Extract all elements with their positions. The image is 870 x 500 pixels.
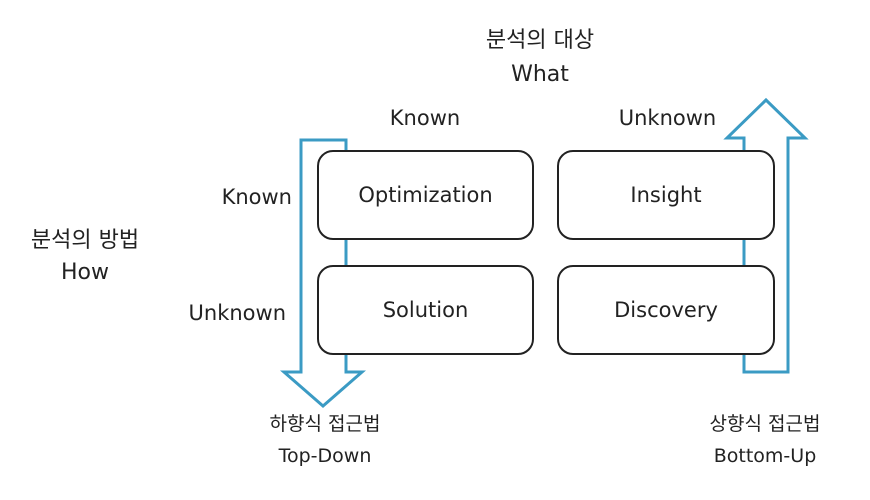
quadrant-discovery-label: Discovery bbox=[614, 298, 718, 322]
column-header-known: Known bbox=[389, 106, 461, 130]
bottom-up-label-english: Bottom-Up bbox=[713, 445, 817, 467]
row-header-unknown: Unknown bbox=[188, 301, 286, 325]
column-header-unknown: Unknown bbox=[618, 106, 717, 130]
top-down-label-korean: 하향식 접근법 bbox=[269, 413, 381, 435]
bottom-up-label-korean: 상향식 접근법 bbox=[709, 413, 821, 435]
what-title-english: What bbox=[511, 62, 569, 87]
top-down-label-english: Top-Down bbox=[278, 445, 372, 467]
quadrant-insight-label: Insight bbox=[630, 183, 702, 207]
what-title-korean: 분석의 대상 bbox=[485, 28, 595, 53]
how-title-english: How bbox=[61, 260, 109, 285]
quadrant-solution: Solution bbox=[317, 265, 534, 355]
quadrant-solution-label: Solution bbox=[382, 298, 469, 322]
quadrant-optimization: Optimization bbox=[317, 150, 534, 240]
quadrant-insight: Insight bbox=[557, 150, 775, 240]
quadrant-discovery: Discovery bbox=[557, 265, 775, 355]
row-header-known: Known bbox=[221, 185, 292, 209]
how-title-korean: 분석의 방법 bbox=[30, 228, 140, 253]
quadrant-optimization-label: Optimization bbox=[358, 183, 493, 207]
